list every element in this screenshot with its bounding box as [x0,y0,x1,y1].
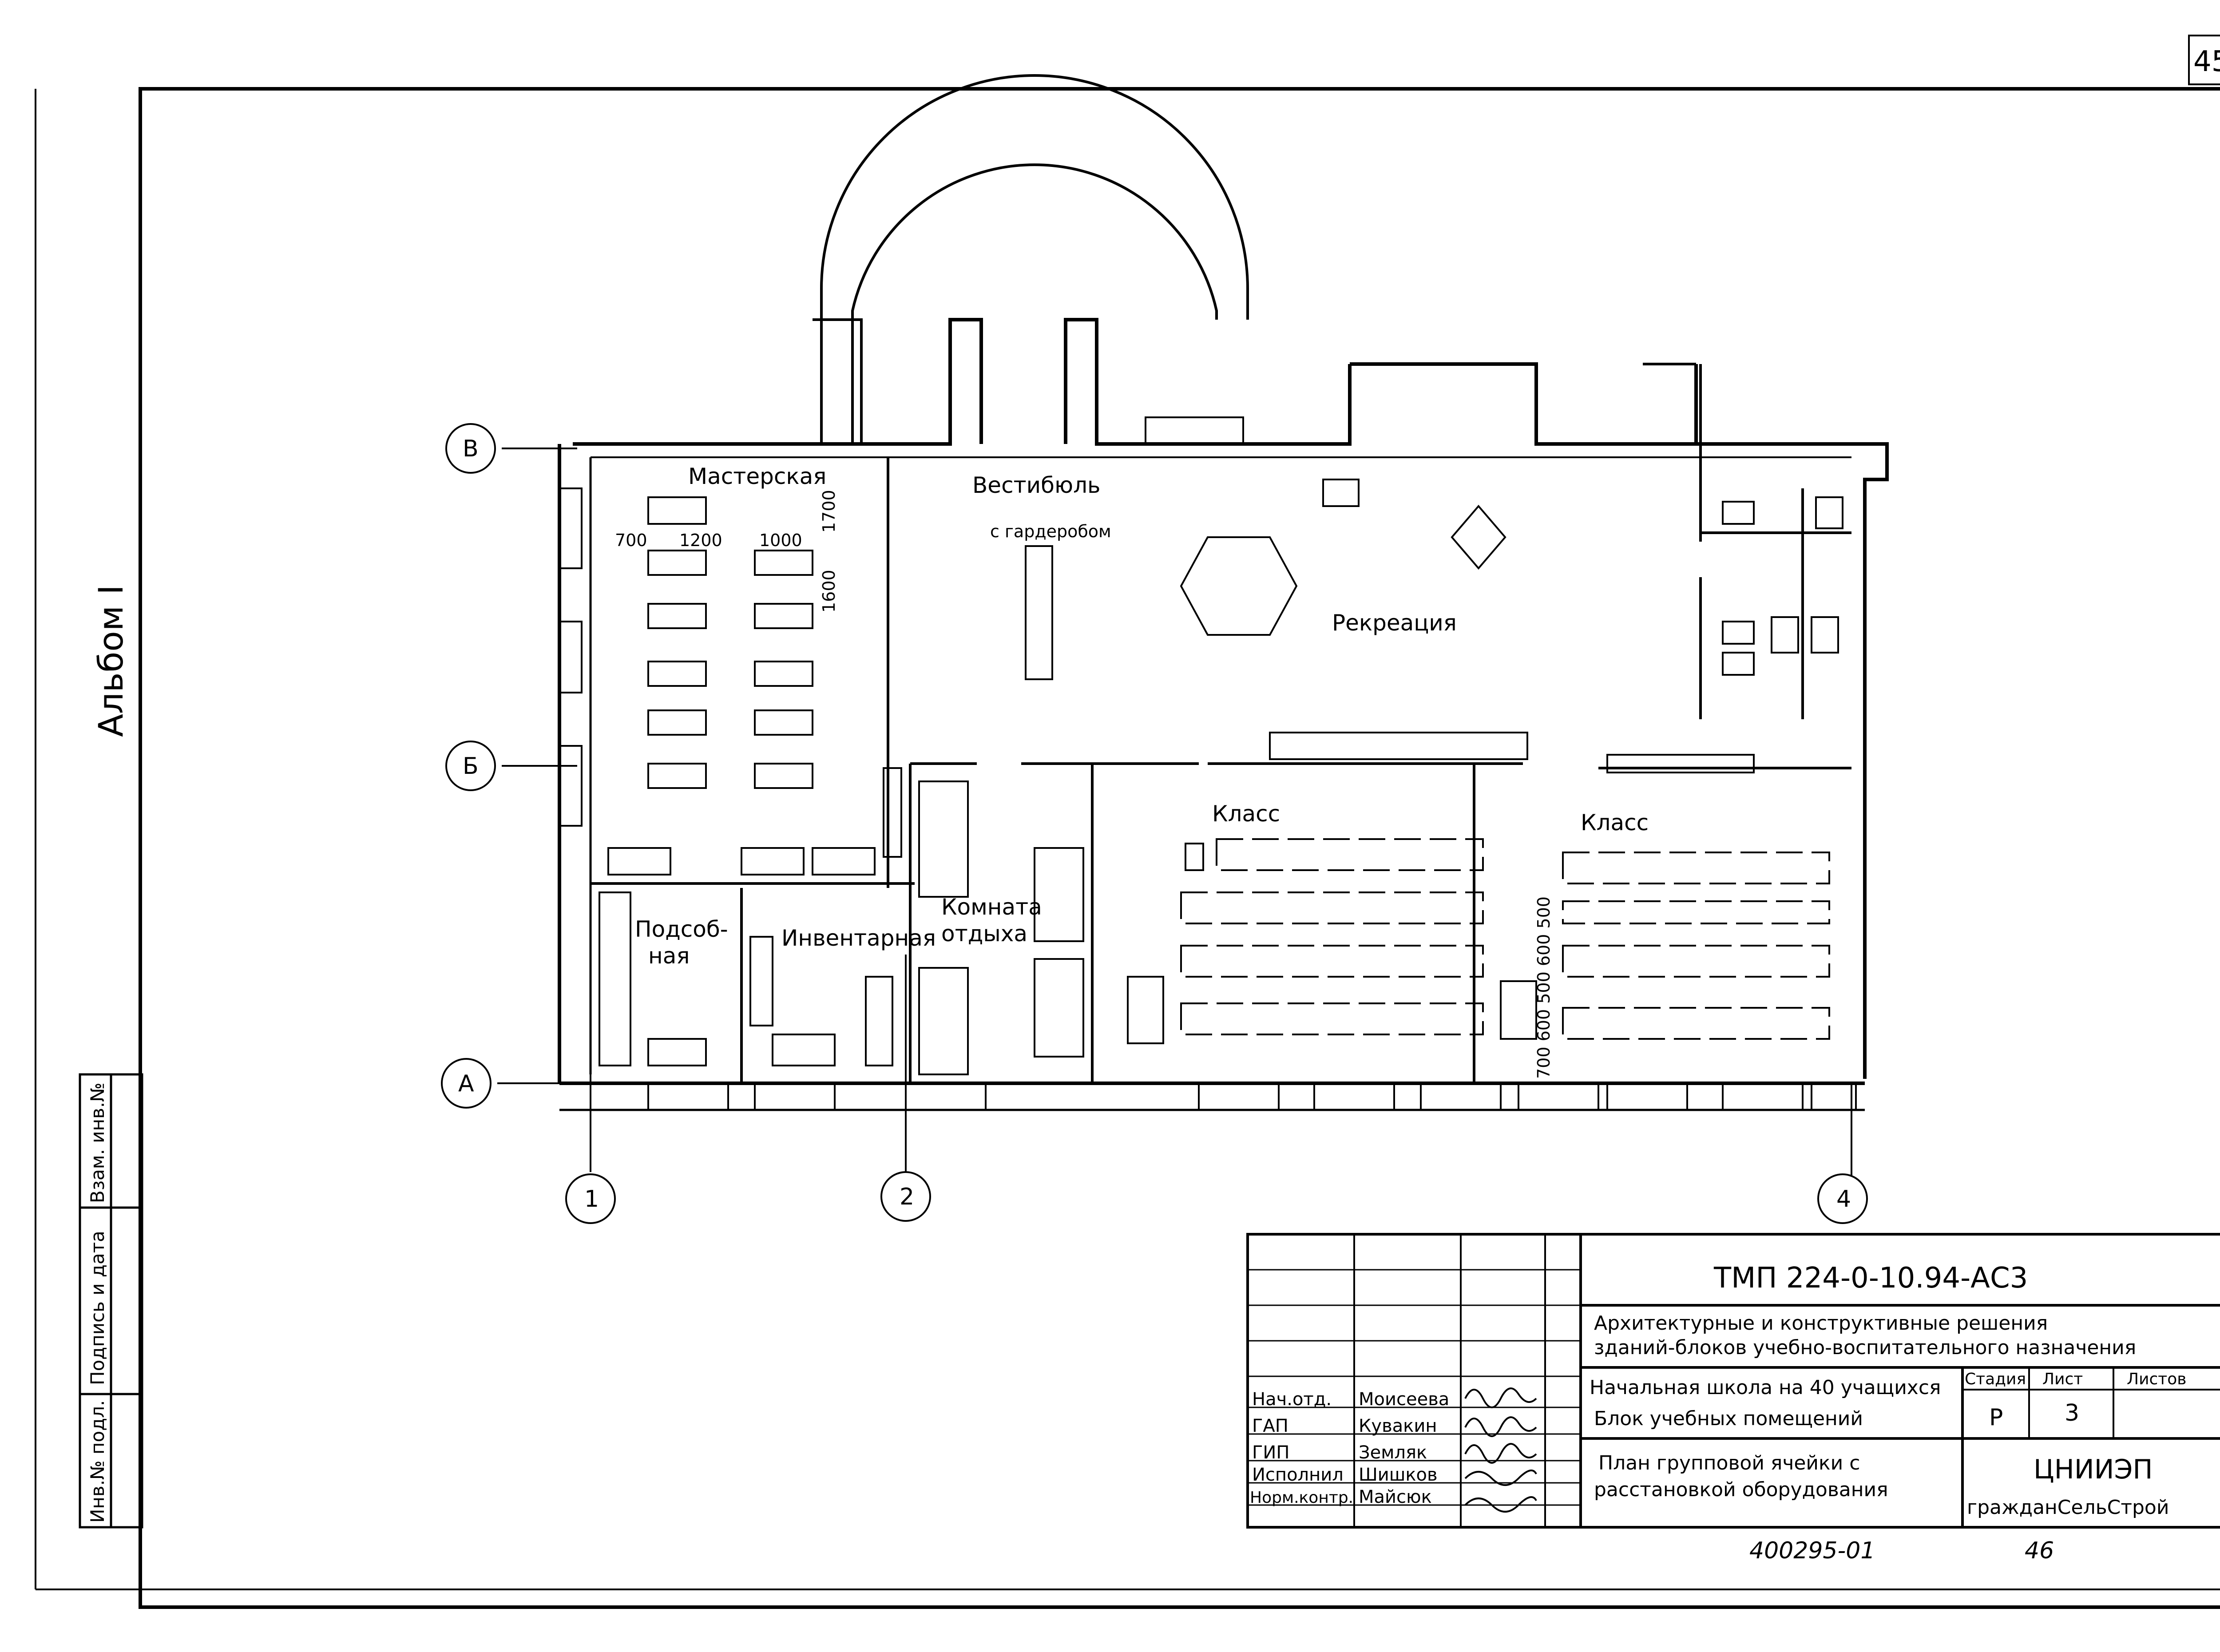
dim-1700: 1700 [819,490,839,533]
axis-col-2: 2 [900,1184,914,1210]
room-rest-1: Комната [941,894,1042,920]
org-name-2: гражданСельСтрой [1967,1496,2169,1519]
sheet-header: Лист [2042,1370,2083,1388]
signatures [1464,1387,1537,1513]
role-4: Норм.контр. [1250,1489,1353,1507]
page-footer: 46 [2025,1537,2054,1564]
room-utility-2: ная [648,943,690,969]
archive-number: 400295-01 [1749,1537,1875,1564]
album-title-2: зданий-блоков учебно-воспитательного наз… [1594,1336,2136,1359]
dim-stack: 700 600 500 600 500 [1534,896,1554,1079]
outer-wall [573,318,983,446]
dim-1200: 1200 [679,531,722,550]
project-1: Начальная школа на 40 учащихся [1590,1376,1941,1399]
name-2: Земляк [1359,1442,1427,1463]
name-1: Кувакин [1359,1416,1437,1436]
dim-1000: 1000 [759,531,802,550]
axis-col-1: 1 [584,1186,599,1212]
dim-1600: 1600 [819,570,839,613]
room-class-1: Класс [1212,801,1280,827]
axis-row-a: А [458,1070,474,1097]
stamp-replace-inv: Взам. инв.№ [87,1082,108,1203]
room-inventory: Инвентарная [781,925,936,951]
axis-col-4: 4 [1836,1186,1851,1212]
toilets [1722,496,1843,676]
stage-header: Стадия [1965,1370,2026,1388]
windows [559,416,1857,1111]
porch-arc [820,74,1249,444]
drawing-frame [139,87,2220,1609]
class-desks [1127,838,1830,1044]
room-workshop: Мастерская [688,464,826,489]
role-2: ГИП [1252,1442,1289,1463]
sheets-header: Листов [2127,1370,2186,1388]
stamp-inv-no: Инв.№ подл. [87,1400,108,1523]
doc-code: ТМП 224-0-10.94-АС3 [1713,1262,2028,1295]
axis-row-b: Б [463,753,479,780]
dim-700: 700 [615,531,647,550]
name-4: Майсюк [1359,1487,1432,1507]
axis-row-v: В [463,436,479,462]
stage-value: Р [1989,1404,2003,1431]
role-1: ГАП [1252,1416,1288,1436]
album-title-1: Архитектурные и конструктивные решения [1594,1312,2048,1335]
drawing-title-2: расстановкой оборудования [1594,1478,1888,1501]
room-recreation: Рекреация [1332,610,1457,636]
partitions [591,364,1851,1083]
role-0: Нач.отд. [1252,1389,1332,1410]
workshop-furniture [599,496,902,1066]
stamp-sign-date: Подпись и дата [87,1231,108,1385]
title-block [1246,1233,2220,1529]
name-0: Моисеева [1359,1389,1449,1410]
album-label: Альбом I [91,585,131,737]
role-3: Исполнил [1252,1465,1344,1485]
room-vestibule: Вестибюль [972,472,1101,498]
sheet-value: 3 [2065,1400,2079,1426]
grid-axes [441,423,1868,1224]
room-class-2: Класс [1581,810,1649,836]
recreation-furniture [1180,479,1755,773]
org-name-1: ЦНИИЭП [2034,1454,2153,1485]
drawing-title-1: План групповой ячейки с [1598,1452,1860,1474]
room-wardrobe: с гардеробом [990,522,1111,541]
name-3: Шишков [1359,1465,1438,1485]
room-utility-1: Подсоб- [635,916,728,942]
room-rest-2: отдыха [941,921,1027,947]
beds [918,545,1084,1075]
project-2: Блок учебных помещений [1594,1407,1863,1430]
sheet-number: 45 [2193,45,2220,78]
